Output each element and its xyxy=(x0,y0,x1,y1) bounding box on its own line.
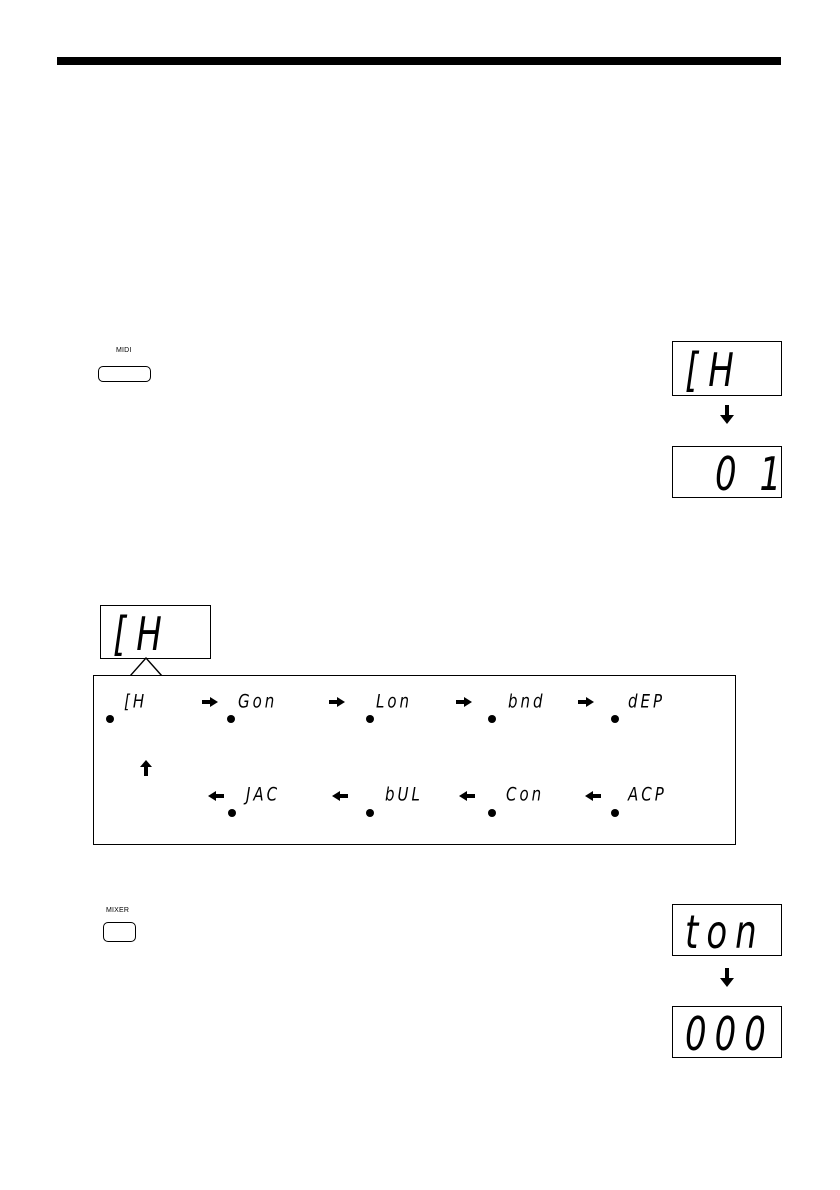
mixer-display-before-text: ton xyxy=(685,906,765,960)
mixer-button-label: MIXER xyxy=(106,907,130,914)
left-arrow-icon xyxy=(332,791,348,801)
right-arrow-icon xyxy=(456,697,472,707)
menu-item-bul: bUL xyxy=(385,783,423,806)
mixer-display-after-text: 000 xyxy=(685,1008,774,1062)
midi-display-after: 0 1 xyxy=(672,446,782,502)
right-arrow-icon xyxy=(578,697,594,707)
menu-dot xyxy=(488,809,496,817)
midi-display-before: [H xyxy=(672,341,782,398)
right-arrow-icon xyxy=(329,697,345,707)
menu-current-display: [H xyxy=(100,605,211,662)
menu-dot xyxy=(228,809,236,817)
down-arrow-icon xyxy=(720,968,734,987)
menu-item-dep: dEP xyxy=(628,690,666,713)
left-arrow-icon xyxy=(585,791,601,801)
menu-dot xyxy=(366,809,374,817)
menu-dot xyxy=(488,715,496,723)
menu-dot xyxy=(227,715,235,723)
menu-current-display-text: [H xyxy=(113,608,172,662)
mixer-display-after: 000 xyxy=(672,1006,782,1062)
menu-item-con: Con xyxy=(506,783,545,806)
menu-dot xyxy=(611,715,619,723)
menu-dot xyxy=(106,715,114,723)
midi-display-before-text: [H xyxy=(685,344,744,398)
menu-item-jac: JAC xyxy=(246,783,281,806)
top-rule xyxy=(57,57,781,65)
down-arrow-icon xyxy=(720,405,734,424)
midi-button-label: MIDI xyxy=(116,347,132,354)
left-arrow-icon xyxy=(459,791,475,801)
midi-button[interactable] xyxy=(98,366,151,382)
left-arrow-icon xyxy=(208,791,224,801)
menu-item-ch: [H xyxy=(124,690,148,713)
menu-item-bnd: bnd xyxy=(508,690,546,713)
right-arrow-icon xyxy=(202,697,218,707)
mixer-button[interactable] xyxy=(103,922,136,942)
menu-item-gon: Gon xyxy=(238,690,278,713)
menu-dot xyxy=(366,715,374,723)
menu-dot xyxy=(611,809,619,817)
menu-item-acp: ACP xyxy=(628,783,667,806)
up-arrow-icon xyxy=(140,760,152,776)
menu-item-lon: Lon xyxy=(376,690,413,713)
display-pointer xyxy=(130,657,163,677)
mixer-display-before: ton xyxy=(672,904,782,960)
menu-cycle-box xyxy=(93,675,736,845)
midi-display-after-text: 0 1 xyxy=(715,448,788,502)
